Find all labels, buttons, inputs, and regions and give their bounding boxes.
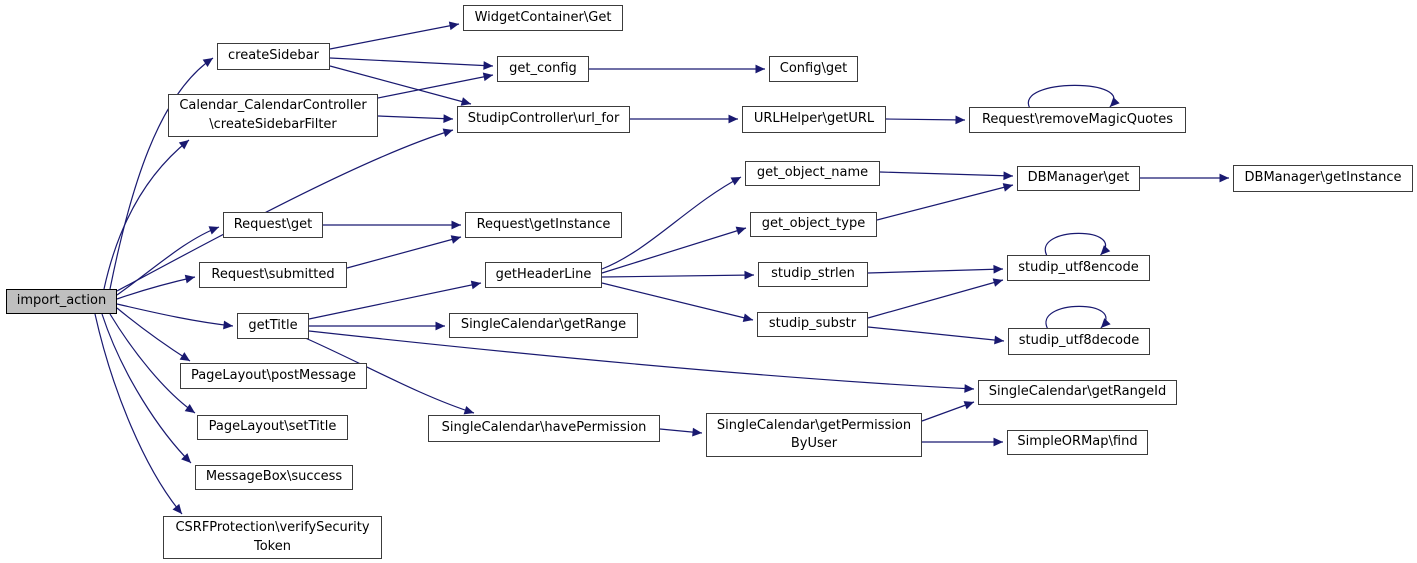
node-widgetGet[interactable]: WidgetContainer\Get: [463, 5, 623, 31]
node-label: studip_strlen: [771, 266, 855, 282]
node-requestGetInstance[interactable]: Request\getInstance: [465, 212, 622, 238]
node-label: \createSidebarFilter: [209, 116, 337, 132]
node-label: getHeaderLine: [495, 266, 592, 282]
edge-studipSubstr-utf8decode: [867, 326, 1005, 345]
node-label: SingleCalendar\havePermission: [441, 420, 647, 436]
node-plPostMessage[interactable]: PageLayout\postMessage: [180, 363, 367, 389]
node-label: studip_utf8encode: [1018, 259, 1139, 275]
edge-createSidebarFilter-urlFor: [377, 114, 454, 124]
node-label: MessageBox\success: [205, 469, 343, 485]
node-label: Token: [254, 538, 291, 554]
node-label: Request\removeMagicQuotes: [981, 111, 1174, 127]
node-label: getTitle: [248, 317, 298, 333]
edge-getHeaderLine-getObjectName: [601, 176, 742, 270]
edge-getTitle-scGetRangeId: [308, 330, 975, 393]
node-label: Config\get: [779, 60, 848, 76]
node-getObjectName[interactable]: get_object_name: [745, 161, 880, 186]
node-dbmGet[interactable]: DBManager\get: [1017, 166, 1140, 191]
edge-scHavePermission-scGetPermByUser: [659, 427, 703, 437]
node-getHeaderLine[interactable]: getHeaderLine: [485, 262, 602, 288]
node-label: DBManager\get: [1027, 170, 1130, 186]
edge-import_action-csrf: [94, 313, 183, 515]
edge-getHeaderLine-studipStrlen: [601, 270, 755, 280]
node-label: URLHelper\getURL: [753, 111, 875, 127]
node-label: Request\getInstance: [476, 216, 611, 232]
edge-import_action-createSidebar: [109, 57, 214, 290]
node-label: get_object_type: [761, 216, 866, 232]
node-label: ByUser: [790, 436, 838, 451]
node-label: CSRFProtection\verifySecurity: [175, 520, 370, 536]
node-label: get_object_name: [756, 165, 869, 181]
edge-import_action-mbSuccess: [101, 313, 192, 464]
node-label: SingleCalendar\getPermission: [716, 417, 912, 433]
node-studipStrlen[interactable]: studip_strlen: [758, 262, 868, 287]
node-label: studip_substr: [768, 316, 857, 332]
node-mbSuccess[interactable]: MessageBox\success: [195, 465, 353, 490]
edge-getObjectType-dbmGet: [876, 183, 1014, 221]
node-studipSubstr[interactable]: studip_substr: [757, 312, 868, 337]
edge-import_action-requestSubmitted: [116, 274, 196, 300]
edge-createSidebar-getConfig: [329, 57, 494, 70]
edge-createSidebarFilter-getConfig: [377, 72, 494, 99]
node-getConfig[interactable]: get_config: [497, 56, 589, 82]
node-createSidebarFilter[interactable]: Calendar_CalendarController \createSideba…: [168, 94, 378, 137]
edge-utf8decode-selfloop: [1045, 305, 1111, 330]
node-scHavePermission[interactable]: SingleCalendar\havePermission: [428, 415, 660, 442]
node-scGetRangeId[interactable]: SingleCalendar\getRangeId: [978, 380, 1177, 405]
edge-getHeaderLine-getObjectType: [601, 226, 747, 274]
edge-studipSubstr-utf8encode: [867, 278, 1004, 319]
node-createSidebar[interactable]: createSidebar: [217, 43, 330, 70]
edge-removeMagic-selfloop: [1027, 84, 1120, 109]
node-scGetRange[interactable]: SingleCalendar\getRange: [449, 313, 638, 338]
node-label: Calendar_CalendarController: [179, 98, 367, 114]
node-label: DBManager\getInstance: [1244, 170, 1402, 186]
node-plSetTitle[interactable]: PageLayout\setTitle: [197, 415, 348, 440]
node-urlHelper[interactable]: URLHelper\getURL: [742, 106, 886, 133]
edge-import_action-createSidebarFilter: [103, 139, 190, 290]
node-requestGet[interactable]: Request\get: [223, 212, 323, 238]
node-dbmGetInstance[interactable]: DBManager\getInstance: [1233, 165, 1413, 192]
edge-requestSubmitted-requestGetInstance: [346, 235, 462, 269]
node-label: createSidebar: [228, 48, 319, 64]
node-requestSubmitted[interactable]: Request\submitted: [199, 262, 347, 288]
node-utf8encode[interactable]: studip_utf8encode: [1007, 255, 1150, 281]
node-urlFor[interactable]: StudipController\url_for: [457, 106, 630, 133]
node-label: SingleCalendar\getRangeId: [988, 384, 1167, 400]
node-utf8decode[interactable]: studip_utf8decode: [1008, 328, 1150, 355]
edge-studipStrlen-utf8encode: [867, 264, 1004, 274]
node-label: WidgetContainer\Get: [474, 9, 612, 25]
node-label: SimpleORMap\find: [1017, 434, 1138, 450]
node-import_action: import_action: [6, 289, 117, 314]
node-label: StudipController\url_for: [467, 111, 620, 127]
node-label: SingleCalendar\getRange: [460, 317, 627, 333]
node-removeMagic[interactable]: Request\removeMagicQuotes: [969, 107, 1186, 133]
edge-utf8encode-selfloop: [1044, 232, 1111, 257]
edge-scGetPermByUser-scGetRangeId: [921, 401, 975, 422]
node-label: PageLayout\setTitle: [208, 419, 337, 435]
node-label: import_action: [16, 293, 107, 309]
node-label: get_config: [509, 60, 577, 76]
edge-import_action-plPostMessage: [116, 307, 191, 362]
node-simpleFind[interactable]: SimpleORMap\find: [1007, 430, 1148, 455]
edge-createSidebar-widgetGet: [329, 21, 460, 50]
node-getTitle[interactable]: getTitle: [237, 313, 309, 339]
node-label: studip_utf8decode: [1018, 333, 1140, 349]
node-label: Request\get: [233, 216, 313, 232]
edge-import_action-getTitle: [116, 303, 234, 330]
edge-getObjectName-dbmGet: [879, 171, 1014, 181]
edge-urlHelper-removeMagic: [885, 115, 966, 125]
node-configGet[interactable]: Config\get: [769, 56, 858, 82]
node-label: Request\submitted: [211, 266, 335, 282]
node-label: PageLayout\postMessage: [190, 367, 357, 383]
node-getObjectType[interactable]: get_object_type: [750, 212, 877, 237]
